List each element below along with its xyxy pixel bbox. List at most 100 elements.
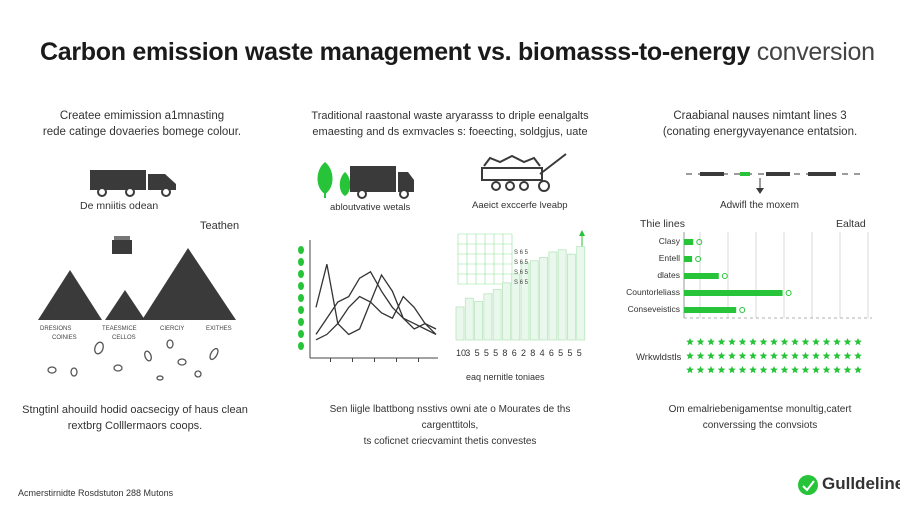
bar-xtick: 5 — [474, 348, 480, 358]
star-icon — [696, 352, 705, 360]
hbar-label: dlates — [657, 270, 680, 280]
hbar-end-marker — [695, 256, 702, 262]
star-icon — [843, 352, 852, 360]
horizontal-bar-chart — [683, 232, 872, 319]
harvester-icon — [481, 153, 567, 192]
leaf-marker — [298, 246, 304, 254]
line-chart-leaf-markers — [298, 246, 304, 350]
bar-xtick: 5 — [558, 348, 564, 358]
line-series-3 — [315, 295, 437, 341]
star-icon — [686, 338, 694, 346]
right-heading: Craabianal nauses nimtant lines 3 (conat… — [630, 108, 890, 140]
bar-14 — [576, 246, 586, 341]
star-icon — [812, 352, 820, 360]
star-icon — [780, 338, 789, 346]
star-icon — [780, 352, 789, 360]
star-icon — [812, 366, 820, 374]
star-icon — [801, 352, 810, 360]
star-icon — [791, 352, 799, 360]
star-icon — [686, 366, 694, 374]
truck-icon — [90, 170, 176, 197]
middle-heading-line2: emaesting and ds exmvacles s: foeecting,… — [312, 126, 588, 138]
star-icon — [707, 366, 715, 374]
star-icon — [686, 352, 694, 360]
arrow-label: Adwifl the moxem — [720, 200, 799, 211]
star-icon — [770, 352, 778, 360]
hbar-5 — [684, 307, 737, 313]
leaf-marker — [298, 282, 304, 290]
chart-small-3: S 6 5 — [514, 270, 529, 276]
star-icon — [717, 366, 726, 374]
bar-xtick: 8 — [502, 348, 508, 358]
star-icon — [696, 338, 705, 346]
hbar-2 — [684, 256, 693, 262]
hbar-label: Countorleliass — [626, 287, 680, 297]
bar-1 — [455, 306, 465, 341]
grid-bar-chart — [455, 230, 586, 341]
left-footer-line1: Stngtinl ahouild hodid oacsecigy of haus… — [22, 404, 248, 416]
star-icon — [791, 338, 799, 346]
bar-8 — [520, 262, 530, 341]
star-icon — [854, 338, 862, 346]
star-icon — [833, 352, 841, 360]
mountain-sub-1: COINIES — [52, 335, 77, 341]
middle-heading-line1: Traditional raastonal waste aryarasss to… — [311, 110, 589, 122]
bar-xtick: 8 — [530, 348, 536, 358]
bar-11 — [548, 251, 558, 341]
star-icon — [791, 366, 799, 374]
mountain-label-4: EXITHES — [206, 326, 232, 332]
machine-label: Aaeict exccerfe lveabp — [472, 200, 568, 211]
brand-name: Gulldeline — [822, 474, 900, 493]
bar-5 — [492, 288, 502, 341]
right-footer-line2: converssing the convsiots — [702, 420, 818, 431]
star-icon — [696, 366, 705, 374]
hbar-1 — [684, 239, 694, 245]
star-icon — [801, 366, 810, 374]
star-icon — [822, 338, 831, 346]
line-series-1 — [315, 264, 437, 336]
star-icon — [707, 352, 715, 360]
arrow-timeline — [686, 172, 860, 194]
line-chart-series — [315, 264, 437, 341]
star-icon — [801, 338, 810, 346]
bar-12 — [557, 249, 567, 341]
hbar-end-marker — [721, 273, 728, 279]
star-icon — [822, 352, 831, 360]
bar-xtick: 3 — [465, 348, 471, 358]
stars-label: Wrkwldstls — [636, 352, 682, 363]
brand-logo-icon — [798, 475, 818, 495]
bar-xtick: 5 — [576, 348, 582, 358]
star-icon — [717, 352, 726, 360]
left-heading-line1: Createe emimission a1mnasting — [59, 110, 225, 122]
middle-footer-line2: ts coficnet criecvamint thetis convestes — [363, 436, 537, 447]
middle-footer-line1: Sen liigle lbattbong nsstivs owni ate o … — [329, 404, 571, 431]
leaf-marker — [298, 318, 304, 326]
bar-2 — [464, 297, 474, 341]
chart-small-1: S 6 5 — [514, 250, 529, 256]
leaf-marker — [298, 342, 304, 350]
star-icon — [728, 338, 736, 346]
star-icon — [738, 352, 747, 360]
star-icon — [770, 338, 778, 346]
star-icon — [843, 338, 852, 346]
star-icon — [759, 352, 768, 360]
star-icon — [759, 366, 768, 374]
bottom-left-caption: Acmerstirnidte Rosdstuton 288 Mutons — [18, 488, 174, 498]
middle-heading: Traditional raastonal waste aryarasss to… — [300, 108, 600, 140]
star-icon — [759, 338, 768, 346]
star-icon — [749, 338, 757, 346]
left-heading: Createe emimission a1mnasting rede catin… — [12, 108, 272, 140]
star-icon — [749, 366, 757, 374]
right-footer: Om emalriebenigamentse monultig,catert c… — [630, 402, 890, 434]
left-truck-label: De mniitis odean — [80, 200, 159, 212]
star-icon — [854, 366, 862, 374]
hbar-label: Entell — [658, 253, 680, 263]
line-chart-ticks — [330, 358, 419, 362]
left-tag: Teathen — [200, 220, 240, 232]
star-icon — [770, 366, 778, 374]
bar-7 — [511, 273, 521, 341]
tree-icons — [317, 162, 351, 198]
leaf-marker — [298, 330, 304, 338]
